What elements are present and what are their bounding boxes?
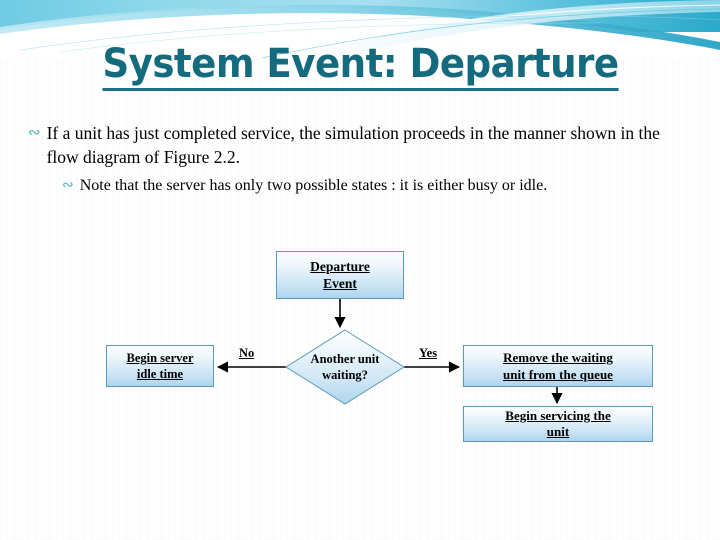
flow-node-begin-server-idle-time[interactable]: Begin server idle time: [106, 345, 214, 387]
flow-node-service-line2: unit: [546, 424, 570, 439]
page-title: System Event: Departure: [101, 42, 619, 91]
flow-node-departure-event[interactable]: Departure Event: [276, 251, 404, 299]
flow-node-begin-servicing-unit[interactable]: Begin servicing the unit: [463, 406, 653, 442]
flow-node-remove-line2: unit from the queue: [503, 367, 613, 382]
title-container: System Event: Departure: [0, 42, 720, 91]
flow-node-decision-line2: waiting?: [322, 368, 368, 382]
flow-node-remove-line1: Remove the waiting: [503, 350, 613, 365]
bullet-text-level2: Note that the server has only two possib…: [79, 177, 548, 194]
bullet-item-level1: ∾ If a unit has just completed service, …: [28, 121, 692, 169]
bullet-glyph-icon: ∾: [28, 123, 41, 141]
decorative-swoosh-banner: [0, 0, 720, 58]
flow-edge-label-no: No: [239, 346, 255, 360]
flow-node-idle-line1: Begin server: [126, 351, 194, 365]
flow-node-decision-line1: Another unit: [310, 352, 380, 366]
flow-edge-label-yes: Yes: [419, 346, 438, 360]
flow-node-service-line1: Begin servicing the: [505, 408, 611, 423]
flow-node-idle-line2: idle time: [136, 367, 184, 381]
bullet-text-level1: If a unit has just completed service, th…: [46, 123, 660, 167]
flow-node-remove-waiting-unit[interactable]: Remove the waiting unit from the queue: [463, 345, 653, 387]
bullet-item-level2: ∾ Note that the server has only two poss…: [62, 175, 702, 197]
flow-node-decision-shape: [285, 329, 405, 405]
flow-node-another-unit-waiting[interactable]: Another unit waiting?: [286, 330, 404, 404]
flow-node-departure-line2: Event: [323, 276, 357, 291]
bullet-glyph-icon: ∾: [62, 177, 74, 193]
flow-node-departure-line1: Departure: [310, 259, 370, 274]
